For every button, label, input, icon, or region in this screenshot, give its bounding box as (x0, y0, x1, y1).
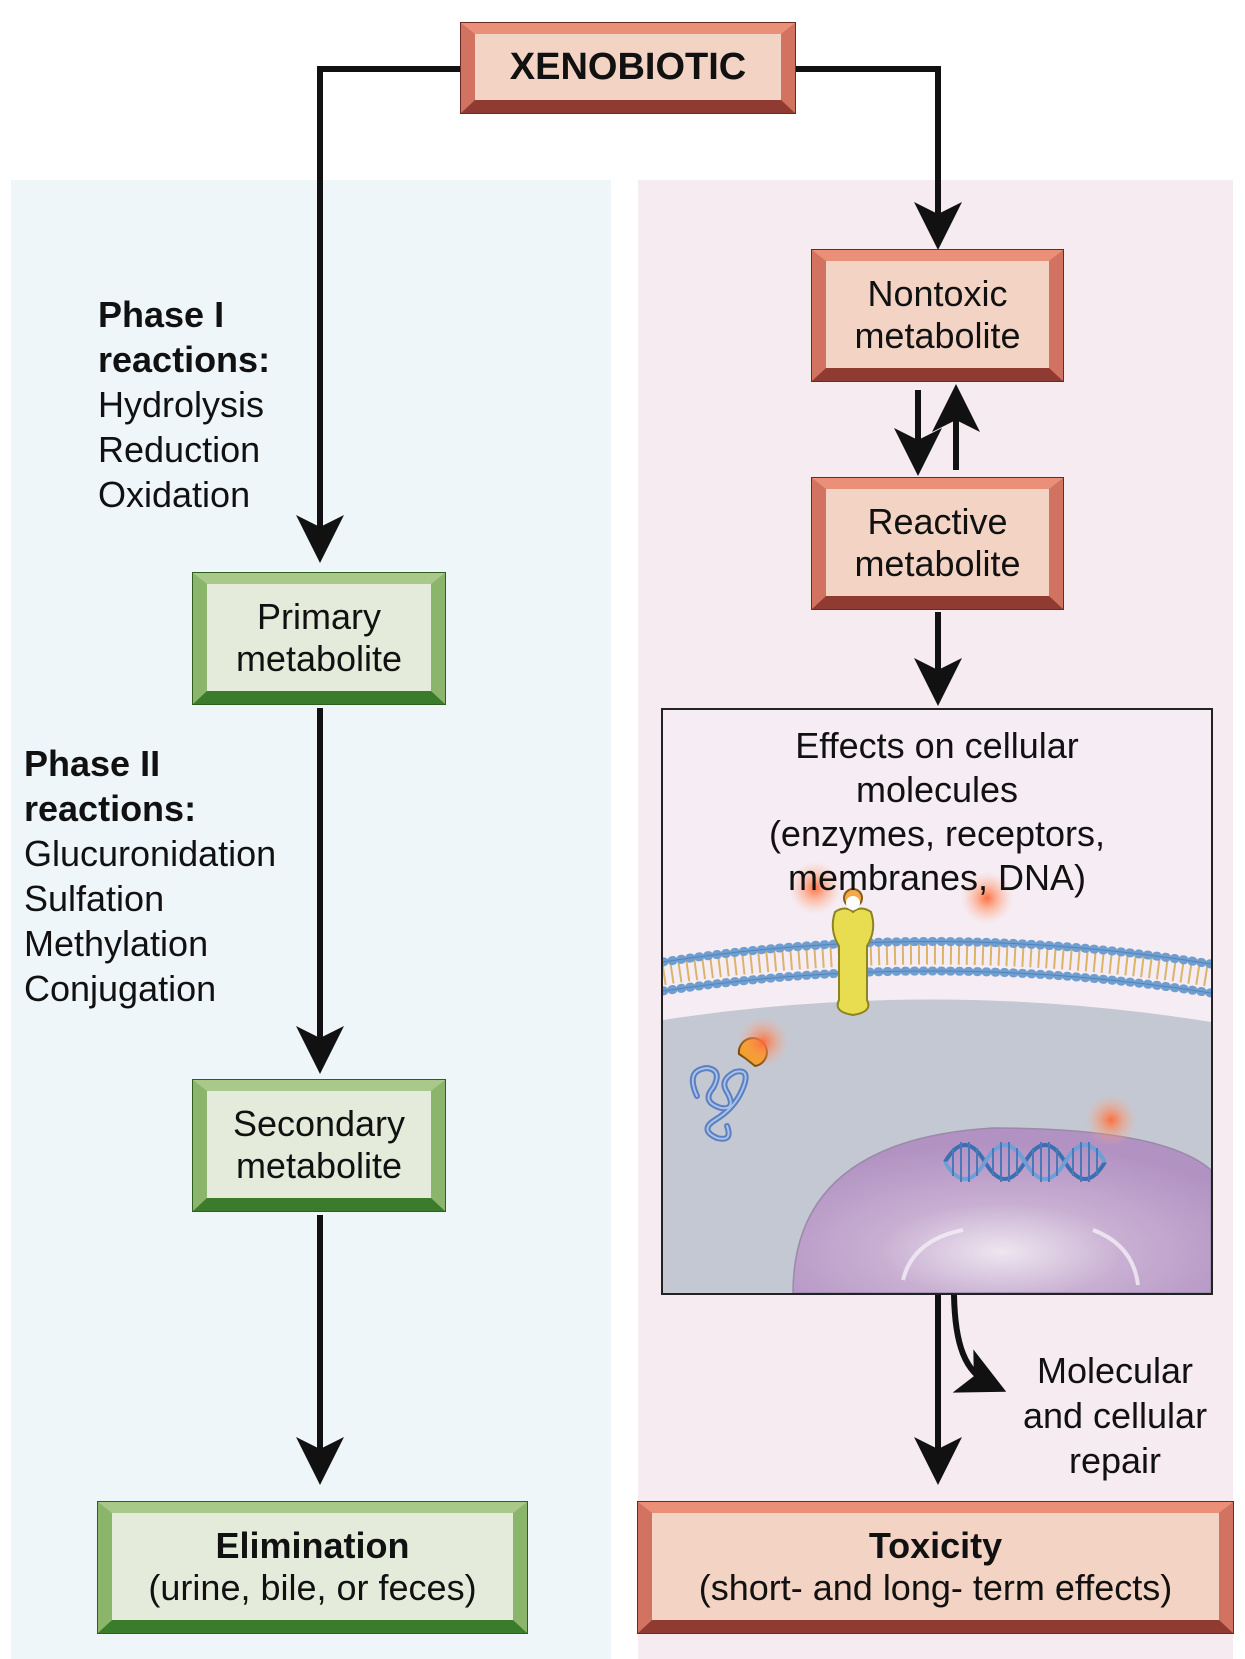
xenobiotic-label: XENOBIOTIC (509, 45, 747, 88)
xenobiotic-box: XENOBIOTIC (460, 22, 796, 114)
effects-line1: Effects on cellular (795, 725, 1079, 766)
membrane-inner-heads (663, 966, 1211, 998)
effects-line2: molecules (855, 769, 1019, 810)
cellular-effects-title: Effects on cellular molecules (enzymes, … (663, 724, 1211, 900)
effects-line4: membranes, DNA) (787, 857, 1087, 898)
enzyme-protein (689, 1064, 749, 1142)
nucleus (792, 1127, 1211, 1293)
nontoxic-metabolite-line1: Nontoxic (867, 272, 1008, 314)
dna-helix (943, 1142, 1107, 1182)
phase1-item-oxidation: Oxidation (98, 474, 251, 515)
toxicity-subtitle: (short- and long- term effects) (698, 1566, 1173, 1608)
reactive-glow (789, 862, 841, 914)
reactive-metabolite-box: Reactive metabolite (811, 477, 1064, 610)
phase1-heading-line2: reactions: (98, 339, 271, 380)
nontoxic-metabolite-box: Nontoxic metabolite (811, 249, 1064, 382)
phase2-item-glucuronidation: Glucuronidation (24, 833, 277, 874)
elimination-title: Elimination (215, 1524, 410, 1566)
phase2-item-sulfation: Sulfation (24, 878, 165, 919)
secondary-metabolite-line2: metabolite (235, 1144, 403, 1186)
phase1-reactions: Phase I reactions: Hydrolysis Reduction … (98, 292, 270, 517)
phase1-item-hydrolysis: Hydrolysis (98, 384, 265, 425)
reactive-metabolite-line1: Reactive (867, 500, 1008, 542)
arrow-xenobiotic-to-nontoxic (794, 66, 962, 250)
repair-label: Molecular and cellular repair (1000, 1348, 1230, 1483)
phase2-item-conjugation: Conjugation (24, 968, 217, 1009)
elimination-box: Elimination (urine, bile, or feces) (97, 1501, 528, 1634)
cell-illustration (663, 862, 1211, 1293)
arrow-xenobiotic-to-primary (296, 66, 462, 563)
receptor-protein (831, 888, 875, 1017)
elimination-subtitle: (urine, bile, or feces) (148, 1566, 477, 1608)
phase2-item-methylation: Methylation (24, 923, 209, 964)
repair-line1: Molecular (1036, 1350, 1194, 1391)
primary-metabolite-box: Primary metabolite (192, 572, 446, 705)
repair-line2: and cellular (1022, 1395, 1208, 1436)
secondary-metabolite-line1: Secondary (232, 1102, 406, 1144)
phase2-heading-line2: reactions: (24, 788, 197, 829)
phase1-heading-line1: Phase I (98, 294, 225, 335)
toxicity-box: Toxicity (short- and long- term effects) (637, 1501, 1234, 1634)
nontoxic-metabolite-line2: metabolite (854, 314, 1021, 356)
primary-metabolite-line1: Primary (257, 595, 381, 637)
membrane-outer-heads (663, 937, 1211, 969)
detoxification-panel (11, 180, 611, 1659)
arrow-effects-to-repair (951, 1294, 1007, 1393)
reactive-glow (1085, 1094, 1137, 1146)
toxicity-title: Toxicity (868, 1524, 1003, 1566)
reactive-metabolite-line2: metabolite (854, 542, 1021, 584)
effects-line3: (enzymes, receptors, (768, 813, 1106, 854)
phase1-item-reduction: Reduction (98, 429, 261, 470)
repair-line3: repair (1068, 1440, 1162, 1481)
reactive-glow (737, 1016, 789, 1068)
secondary-metabolite-box: Secondary metabolite (192, 1079, 446, 1212)
phase2-heading-line1: Phase II (24, 743, 161, 784)
primary-metabolite-line2: metabolite (235, 637, 403, 679)
phase2-reactions: Phase II reactions: Glucuronidation Sulf… (24, 741, 276, 1011)
cellular-effects-box: Effects on cellular molecules (enzymes, … (661, 708, 1213, 1295)
reactive-glow (961, 872, 1013, 924)
